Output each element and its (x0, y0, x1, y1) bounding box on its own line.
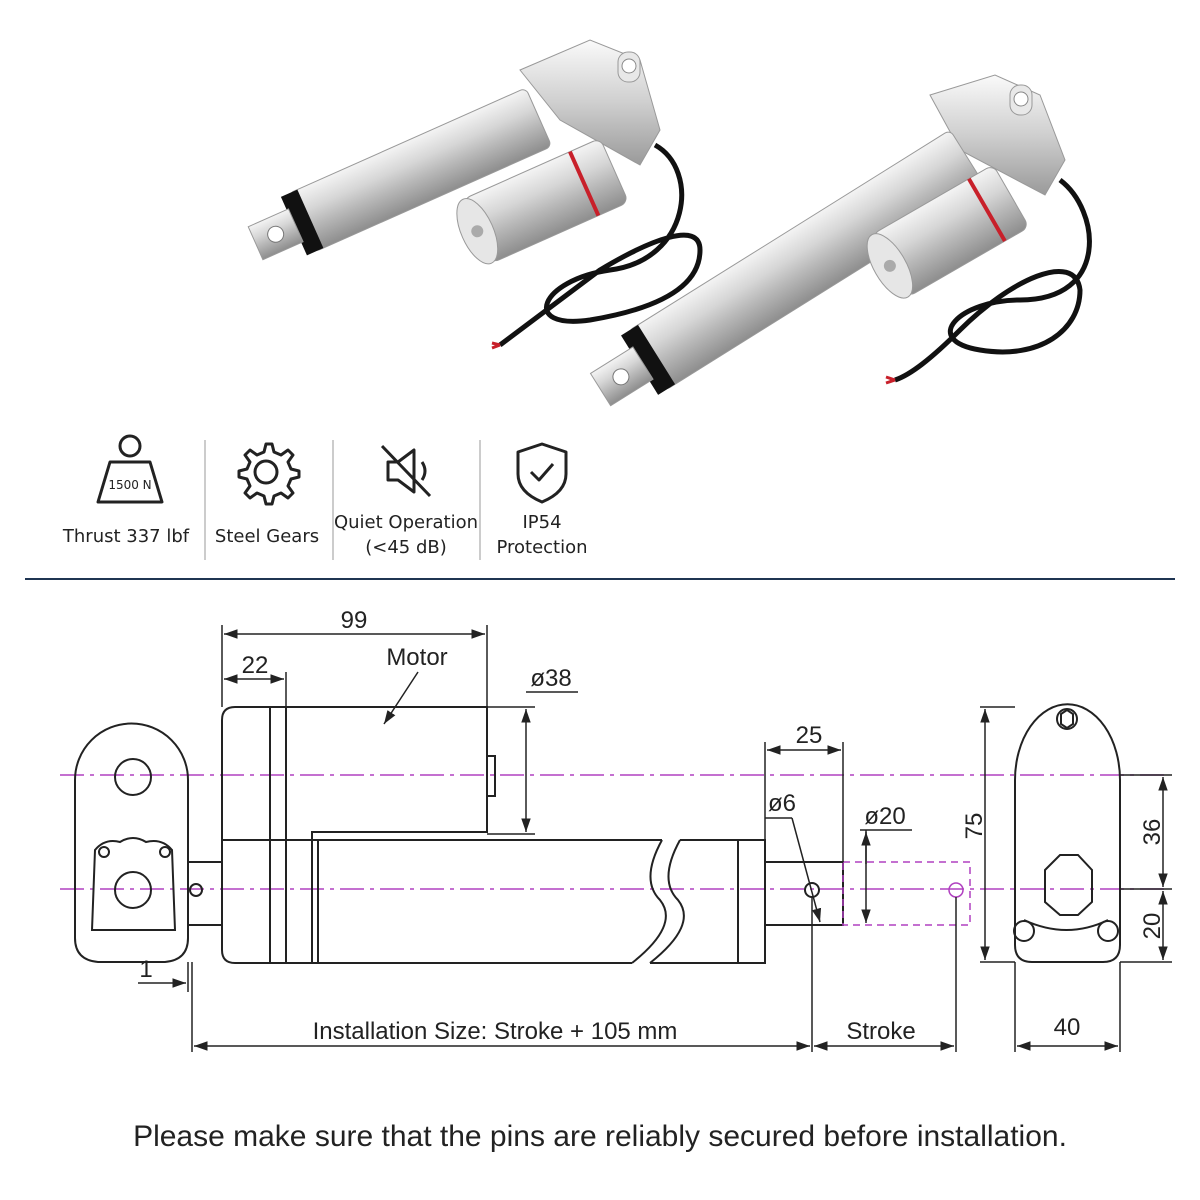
dim-40: 40 (1054, 1014, 1081, 1041)
inner-rod (764, 861, 971, 926)
dim-20-diameter: ø20 (864, 803, 905, 830)
feature-badges: 1500 N Thrust 337 lbf Steel Gears Quiet … (62, 434, 588, 560)
dim-22: 22 (242, 652, 269, 679)
dim-36: 36 (1139, 819, 1166, 846)
badge-ip54: IP54 Protection (496, 442, 588, 558)
installation-size-label: Installation Size: Stroke + 105 mm (313, 1018, 678, 1045)
badge-label: Thrust 337 lbf (62, 526, 190, 547)
badge-label-line1: IP54 (522, 512, 561, 533)
product-photo (247, 39, 1092, 407)
gear-icon (237, 442, 301, 506)
badge-gears: Steel Gears (215, 442, 319, 547)
dim-6: ø6 (768, 790, 796, 817)
technical-drawing (60, 625, 1172, 1052)
dim-1: 1 (139, 956, 152, 983)
shield-check-icon (516, 442, 568, 504)
dim-99: 99 (341, 607, 368, 634)
dim-25: 25 (796, 722, 823, 749)
actuator-long (589, 74, 1092, 407)
motor-body (221, 706, 496, 964)
weight-icon-text: 1500 N (108, 478, 151, 492)
badge-thrust: 1500 N Thrust 337 lbf (62, 434, 190, 547)
weight-icon (96, 434, 164, 504)
badge-label-line1: Quiet Operation (334, 512, 478, 533)
badge-label-line2: (<45 dB) (365, 537, 447, 558)
footer-note: Please make sure that the pins are relia… (133, 1120, 1067, 1153)
badge-label: Steel Gears (215, 526, 319, 547)
end-view-left (74, 722, 222, 963)
dim-20: 20 (1139, 913, 1166, 940)
dim-75: 75 (961, 813, 988, 840)
badge-quiet: Quiet Operation (<45 dB) (334, 444, 478, 558)
dimensions (138, 625, 1172, 1052)
dim-38: ø38 (530, 665, 571, 692)
motor-label: Motor (386, 644, 447, 671)
dimension-labels: 99 22 Motor ø38 25 ø6 ø20 75 36 20 40 1 … (139, 607, 1166, 1045)
outer-tube (311, 839, 766, 964)
actuator-short (247, 39, 703, 350)
end-view-right (1013, 703, 1121, 963)
stroke-label: Stroke (846, 1018, 915, 1045)
mute-icon (380, 444, 432, 498)
badge-label-line2: Protection (496, 537, 587, 558)
